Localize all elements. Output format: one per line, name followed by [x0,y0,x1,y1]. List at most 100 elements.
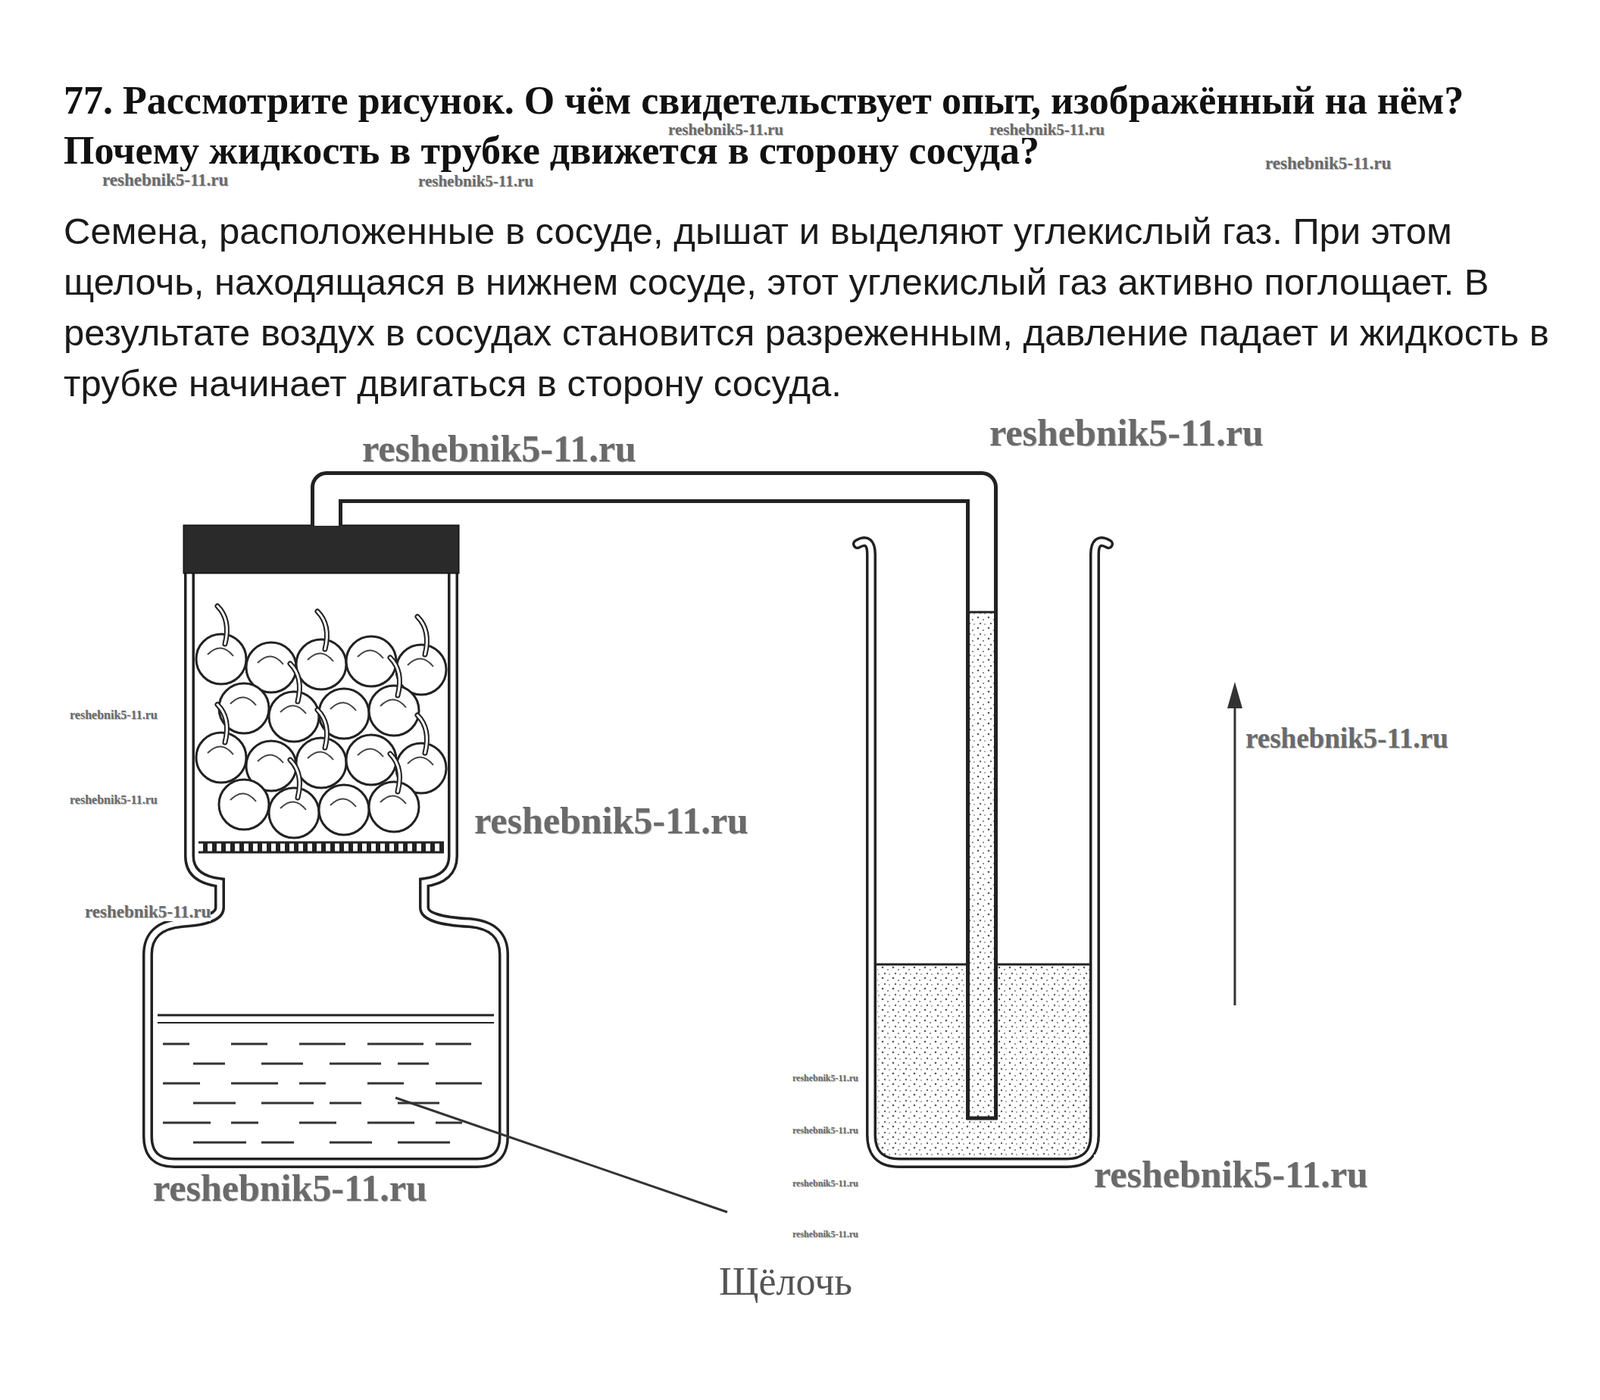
alkali-dash [162,1082,200,1085]
mesh-hole [366,843,372,852]
alkali-dash [367,1082,404,1085]
alkali-dash [231,1121,259,1125]
watermark: reshebnik5-11.ru [792,1229,859,1240]
alkali-dash [435,1082,482,1085]
mesh-hole [439,843,444,852]
seed-mark [230,793,257,802]
seed-mark [257,656,284,665]
seed-mark [207,647,234,657]
alkali-dash [367,1043,424,1046]
alkali-label: Щёлочь [715,1259,856,1304]
mesh-hole [230,843,235,852]
watermark: reshebnik5-11.ru [989,412,1264,454]
alkali-dash [329,1062,382,1066]
seed [268,787,319,838]
alkali-dash [193,1141,247,1144]
alkali-liquid [157,1015,494,1143]
mesh-hole [257,843,263,852]
seed-mark [257,754,284,763]
alkali-dash [299,1082,326,1085]
alkali-dash [261,1062,304,1066]
sprout [390,657,400,696]
alkali-dash [162,1043,190,1046]
sprout-inner [417,616,427,655]
seed [296,639,347,690]
mesh-hole [248,843,254,852]
mesh-hole [421,843,426,852]
sprout-inner [390,657,400,696]
alkali-dash [435,1043,472,1046]
seed-mark [330,702,357,711]
seed-mark [207,746,234,755]
sprout [290,663,300,702]
alkali-dash [329,1102,362,1105]
seed [346,734,397,785]
seed-mark [357,748,384,757]
seed-mark [280,705,307,714]
seed [296,737,347,788]
seed [346,636,397,687]
seed-mark [380,699,407,708]
watermark: reshebnik5-11.ru [1093,1154,1369,1195]
mesh-hole [203,843,208,852]
mesh-grid [198,842,444,853]
sprout-inner [390,753,400,792]
watermark: reshebnik5-11.ru [1265,154,1391,173]
mesh-hole [293,843,299,852]
sprout [217,606,227,644]
alkali-dash [397,1102,440,1105]
beaker [857,541,1109,1163]
mesh-hole [403,843,408,852]
alkali-dash [299,1121,337,1125]
alkali-dash [397,1062,429,1066]
sprout-inner [317,611,327,650]
seed-mark [330,798,357,807]
watermark: reshebnik5-11.ru [792,1073,859,1084]
watermark: reshebnik5-11.ru [362,428,637,469]
mesh-hole [339,843,344,852]
mesh-hole [321,843,326,852]
alkali-dash [162,1121,211,1125]
watermark: reshebnik5-11.ru [84,903,211,922]
leader-line [395,1097,728,1213]
alkali-dash [231,1082,279,1085]
seed [218,779,269,830]
seed [196,634,247,685]
mesh-hole [393,843,399,852]
mesh-hole [212,843,217,852]
seed [368,781,419,832]
sprout [417,715,427,754]
mesh-hole [239,843,244,852]
watermark: reshebnik5-11.ru [989,121,1105,138]
watermark: reshebnik5-11.ru [69,709,158,722]
seed-mark [307,751,334,760]
sprout [390,753,400,792]
mesh-hole [375,843,381,852]
watermark: reshebnik5-11.ru [792,1178,859,1189]
seed [368,685,419,736]
alkali-dash [435,1121,463,1125]
watermark: reshebnik5-11.ru [69,793,158,807]
sprout-inner [317,709,327,748]
sprout [317,611,327,650]
alkali-dash [231,1043,268,1046]
mesh-hole [312,843,317,852]
sprout-inner [290,663,300,702]
watermark: reshebnik5-11.ru [153,1168,428,1209]
seed-mark [407,756,434,766]
mesh-hole [330,843,335,852]
alkali-dash [397,1141,450,1144]
seed-mark [407,658,434,667]
mesh-hole [284,843,290,852]
seed [268,691,319,742]
germinating-seeds [196,606,447,838]
alkali-dash [261,1141,294,1144]
mesh-hole [430,843,435,852]
watermark: reshebnik5-11.ru [418,172,534,190]
seed [196,732,247,783]
direction-arrow [1227,681,1243,1006]
glass-tube [184,487,997,1120]
sprout [217,704,227,743]
seed-mark [230,696,257,706]
mesh-hole [412,843,417,852]
